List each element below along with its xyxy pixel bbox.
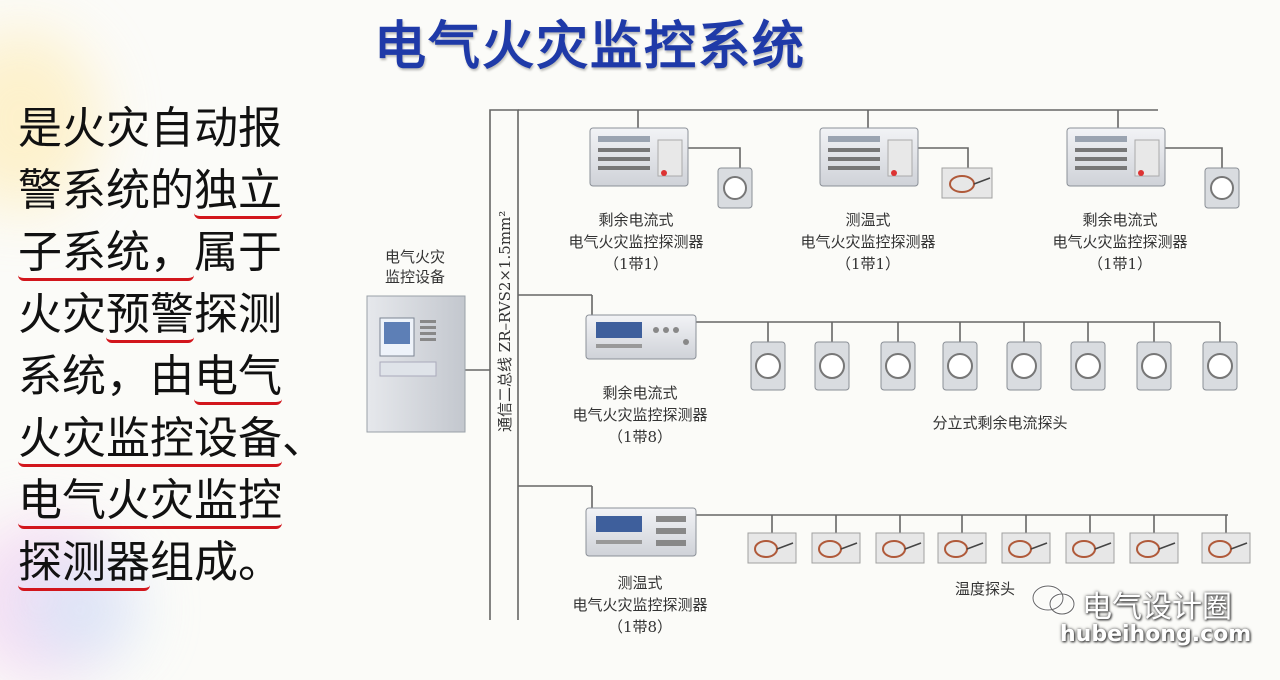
temperature-probe-top	[941, 167, 993, 199]
temperature-probe	[875, 532, 925, 564]
description-text-part: 火灾	[18, 289, 106, 340]
monitor-device-label: 监控设备	[385, 268, 445, 286]
underlined-text: 探测器	[18, 537, 150, 591]
detector-label: （1带1）	[604, 255, 668, 273]
bottom-sensor-label: 温度探头	[955, 580, 1015, 598]
detector-label: （1带1）	[836, 255, 900, 273]
description-text: 是火灾自动报警系统的独立子系统，属于火灾预警探测系统，由电气火灾监控设备、电气火…	[18, 98, 348, 594]
description-line: 系统，由电气	[18, 346, 348, 408]
ring-sensor	[1202, 341, 1238, 391]
detector-label: （1带8）	[608, 428, 672, 446]
monitoring-cabinet	[366, 295, 466, 433]
detector-label: 剩余电流式	[598, 211, 673, 229]
temperature-probe	[1201, 532, 1251, 564]
detector-label: 电气火灾监控探测器	[568, 233, 703, 251]
ring-sensor	[814, 341, 850, 391]
ring-sensor-top-1	[717, 167, 753, 209]
temperature-probe	[937, 532, 987, 564]
description-text-part: 系统，由	[18, 351, 194, 402]
description-text-part: 属于	[194, 227, 282, 278]
description-text-part: 是火灾自动报	[18, 103, 282, 154]
detector-label: 测温式	[845, 211, 890, 229]
mid-ring-sensors	[750, 322, 1238, 391]
description-text-part: 、	[282, 413, 326, 464]
temperature-probe	[1001, 532, 1051, 564]
wechat-icon	[1031, 584, 1076, 616]
monitor-device-label: 电气火灾	[385, 248, 445, 266]
detector-label: 剩余电流式	[1082, 211, 1157, 229]
bottom-temperature-probes	[747, 515, 1251, 564]
temperature-probe	[1129, 532, 1179, 564]
underlined-text: 电气火灾监控	[18, 475, 282, 529]
ring-sensor-top-3	[1204, 167, 1240, 209]
system-diagram: 电气火灾监控设备剩余电流式电气火灾监控探测器（1带1）测温式电气火灾监控探测器（…	[366, 109, 1251, 636]
description-line: 火灾监控设备、	[18, 408, 348, 470]
temperature-probe	[1065, 532, 1115, 564]
description-text-part: 组成。	[150, 537, 282, 588]
description-line: 火灾预警探测	[18, 284, 348, 346]
watermark-site: hubeihong.com	[1060, 622, 1252, 647]
ring-sensor	[880, 341, 916, 391]
description-line: 电气火灾监控	[18, 470, 348, 532]
description-line: 是火灾自动报	[18, 98, 348, 160]
bottom-detector	[585, 507, 697, 557]
detector-label: 电气火灾监控探测器	[572, 406, 707, 424]
detector-label: （1带1）	[1088, 255, 1152, 273]
detector-label: 电气火灾监控探测器	[1052, 233, 1187, 251]
underlined-text: 预警	[106, 289, 194, 343]
watermark-name: 电气设计圈	[1082, 590, 1232, 625]
detector-label: 电气火灾监控探测器	[572, 596, 707, 614]
ring-sensor	[1006, 341, 1042, 391]
description-line: 警系统的独立	[18, 160, 348, 222]
ring-sensor	[1070, 341, 1106, 391]
detector-label: 剩余电流式	[602, 384, 677, 402]
description-text-part: 探测	[194, 289, 282, 340]
ring-sensor	[1136, 341, 1172, 391]
description-line: 子系统，属于	[18, 222, 348, 284]
underlined-text: 子系统，	[18, 227, 194, 281]
temperature-probe	[747, 532, 797, 564]
underlined-text: 火灾监控设备	[18, 413, 282, 467]
detector-label: 测温式	[617, 574, 662, 592]
page-title: 电气火灾监控系统	[373, 17, 806, 77]
top-detector-1	[589, 127, 689, 187]
mid-detector	[585, 314, 697, 360]
detector-label: 电气火灾监控探测器	[800, 233, 935, 251]
description-text-part: 警系统的	[18, 165, 194, 216]
top-detector-2	[819, 127, 919, 187]
detector-label: （1带8）	[608, 618, 672, 636]
underlined-text: 电气	[194, 351, 282, 405]
description-line: 探测器组成。	[18, 532, 348, 594]
ring-sensor	[942, 341, 978, 391]
ring-sensor	[750, 341, 786, 391]
top-detector-3	[1066, 127, 1166, 187]
temperature-probe	[811, 532, 861, 564]
mid-sensor-label: 分立式剩余电流探头	[932, 414, 1067, 432]
underlined-text: 独立	[194, 165, 282, 219]
bus-label: 通信二总线 ZR–RVS2×1.5mm²	[496, 211, 514, 432]
